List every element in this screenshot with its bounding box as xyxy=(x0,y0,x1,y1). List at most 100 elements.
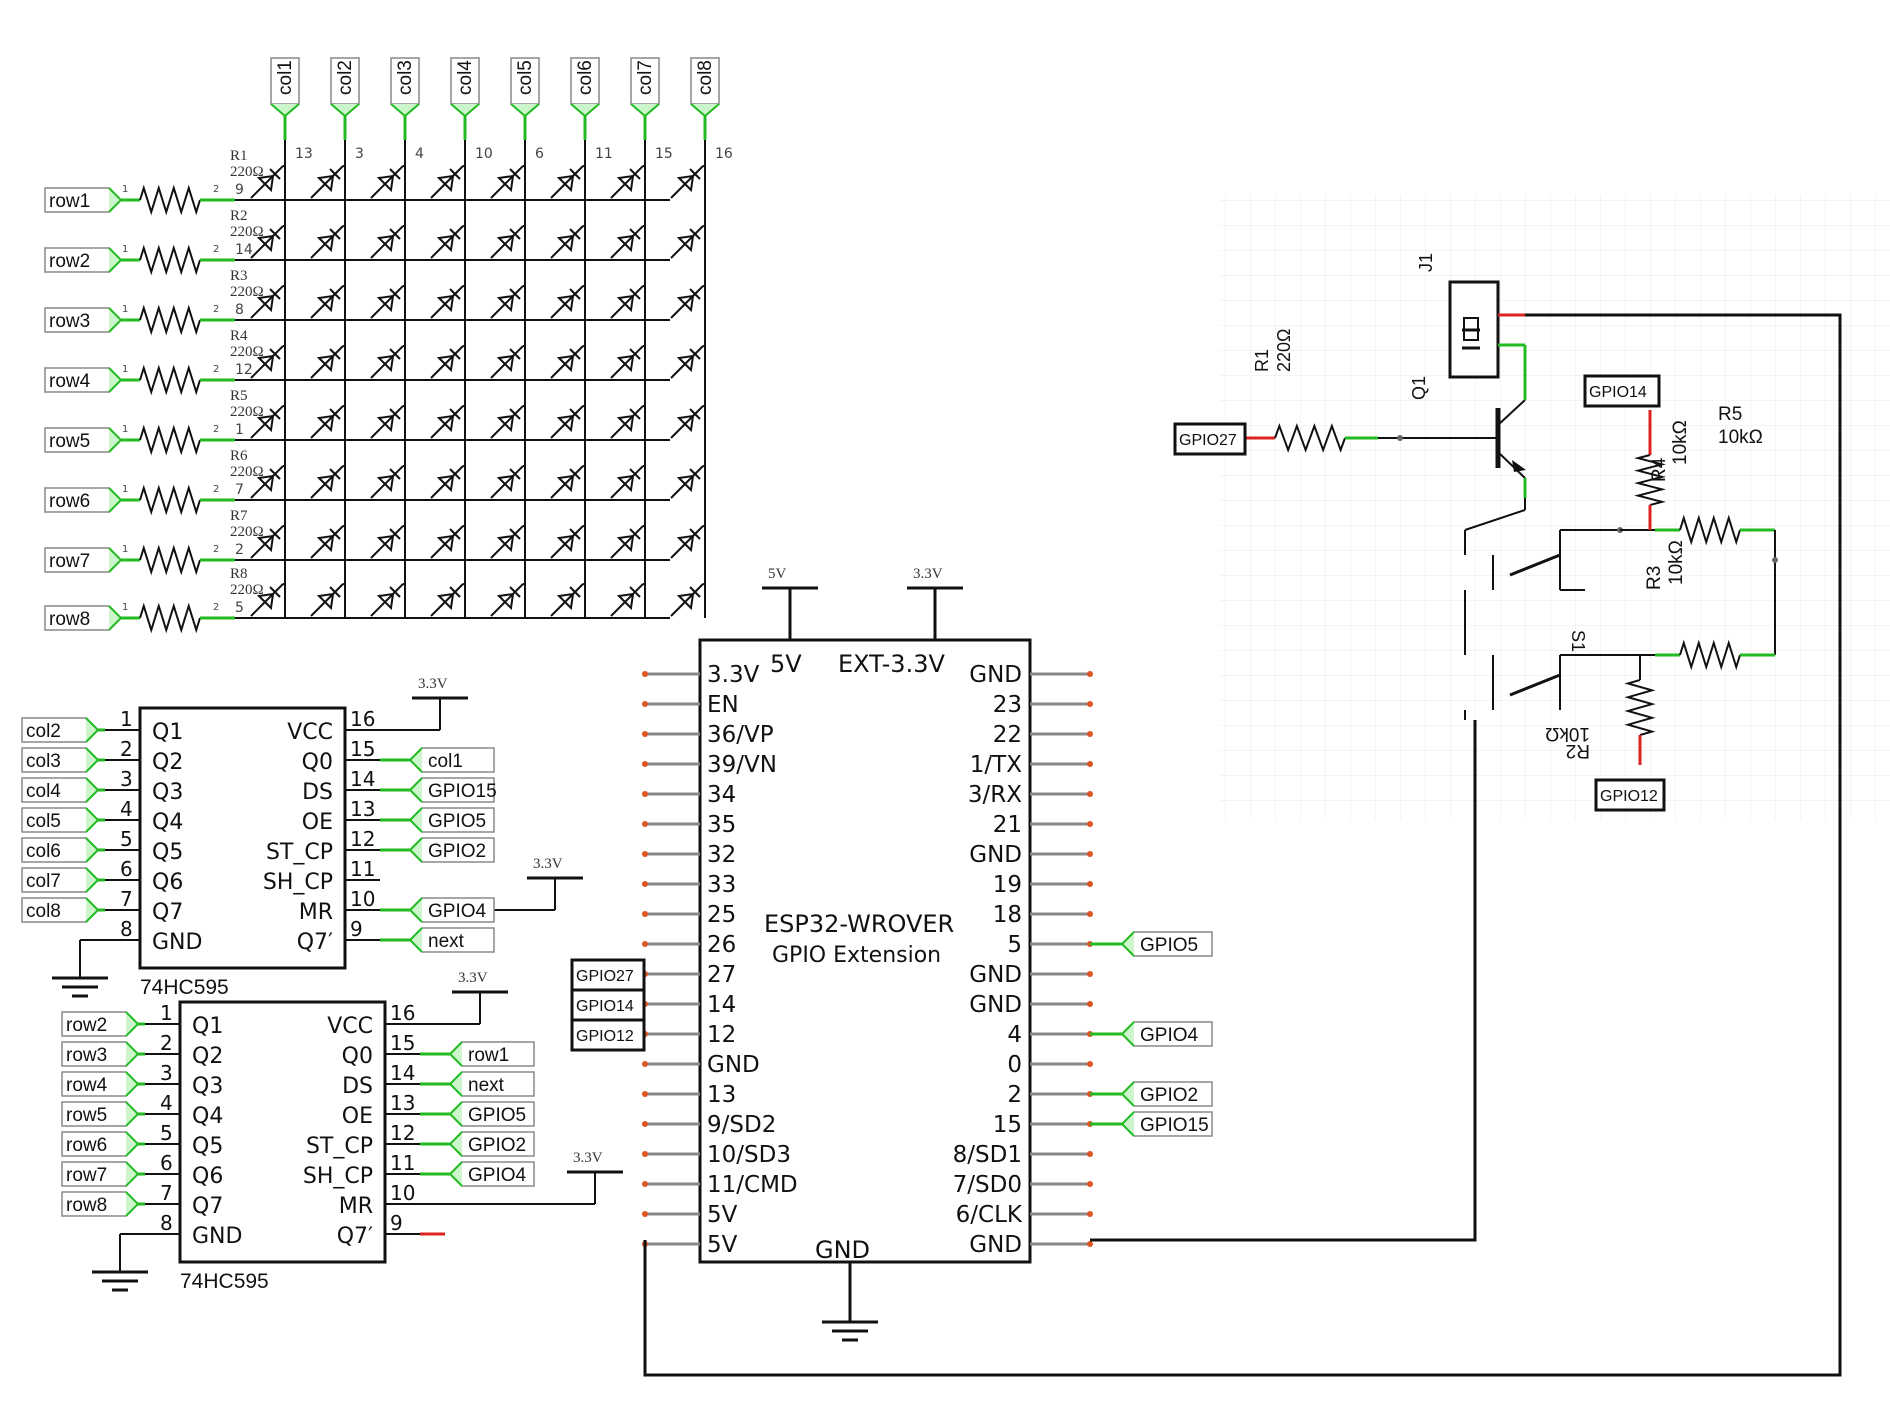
left-pin-number: 6 xyxy=(120,857,133,881)
right-pin-number: 16 xyxy=(390,1001,415,1025)
led-triangle xyxy=(616,474,635,493)
row-pin-index: 2 xyxy=(213,602,219,613)
led-triangle xyxy=(676,174,695,193)
left-port-arrow xyxy=(125,1131,140,1157)
column-port-box xyxy=(270,57,300,105)
led-triangle xyxy=(556,414,575,433)
transistor-arrow xyxy=(1512,460,1526,472)
left-pin-dot xyxy=(642,1061,648,1067)
row-pin-index: 2 xyxy=(213,364,219,375)
left-pin-label: Q3 xyxy=(152,780,183,805)
led-body xyxy=(490,165,524,199)
left-port-arrow xyxy=(125,1011,140,1037)
left-pin-number: 2 xyxy=(160,1031,173,1055)
right-pin-label: 3/RX xyxy=(968,782,1022,808)
row-pin-number: 1 xyxy=(235,422,244,438)
right-pin-number: 15 xyxy=(390,1031,415,1055)
resistor-value: 220Ω xyxy=(230,404,264,420)
column-port-arrow xyxy=(330,103,360,118)
led-bar xyxy=(329,228,341,240)
led-body xyxy=(370,345,404,379)
right-port: GPIO4 xyxy=(468,1165,527,1186)
left-port-arrow xyxy=(125,1101,140,1127)
led-matrix: col113col23col34col410col56col611col715c… xyxy=(44,57,733,634)
left-pin-label: Q3 xyxy=(192,1074,223,1099)
row-port: row4 xyxy=(49,371,91,392)
led-body xyxy=(430,285,464,319)
right-pin-label: DS xyxy=(302,780,333,805)
junction xyxy=(1772,557,1778,563)
row-pin-index: 1 xyxy=(122,544,128,555)
led-triangle xyxy=(376,534,395,553)
led-triangle xyxy=(676,474,695,493)
right-port: GPIO2 xyxy=(468,1135,526,1156)
resistor-value: 220Ω xyxy=(230,284,264,300)
led-bar xyxy=(629,348,641,360)
led-body xyxy=(670,465,704,499)
right-pin-dot xyxy=(1087,671,1093,677)
led-bar xyxy=(509,348,521,360)
led-bar xyxy=(569,468,581,480)
led-bar xyxy=(509,168,521,180)
led-body xyxy=(430,345,464,379)
right-port-arrow xyxy=(1120,1111,1135,1137)
right-port-arrow xyxy=(1120,1021,1135,1047)
led-bar xyxy=(389,468,401,480)
resistor-value: 220Ω xyxy=(230,164,264,180)
led-triangle xyxy=(436,354,455,373)
column-pin-number: 4 xyxy=(415,146,424,162)
row-port: row2 xyxy=(49,251,90,272)
right-port-arrow xyxy=(448,1101,463,1127)
led-triangle xyxy=(316,534,335,553)
left-pin-label: 13 xyxy=(707,1082,736,1108)
ic-body xyxy=(138,706,347,970)
right-pin-number: 11 xyxy=(350,857,375,881)
row-port-arrow xyxy=(108,605,123,631)
vcc-supply: 3.3V xyxy=(418,676,448,692)
left-pin-label: EN xyxy=(707,692,739,718)
led-triangle xyxy=(556,294,575,313)
right-pin-number: 16 xyxy=(350,707,375,731)
left-pin-label: 39/VN xyxy=(707,752,777,778)
led-body xyxy=(370,405,404,439)
right-pin-label: 23 xyxy=(993,692,1022,718)
led-bar xyxy=(269,468,281,480)
right-pin-label: 2 xyxy=(1007,1082,1022,1108)
right-port: GPIO2 xyxy=(1140,1085,1198,1106)
left-port: row6 xyxy=(66,1135,107,1156)
led-bar xyxy=(509,408,521,420)
led-bar xyxy=(449,468,461,480)
vcc-supply: 3.3V xyxy=(458,970,488,986)
left-pin-label: 14 xyxy=(707,992,736,1018)
led-triangle xyxy=(616,174,635,193)
led-bar xyxy=(629,408,641,420)
left-pin-number: 1 xyxy=(120,707,133,731)
led-triangle xyxy=(256,474,275,493)
left-pin-dot xyxy=(642,821,648,827)
column-pin-number: 13 xyxy=(295,146,313,162)
row-port: row3 xyxy=(49,311,90,332)
right-pin-dot xyxy=(1087,1061,1093,1067)
left-pin-label: Q1 xyxy=(152,720,183,745)
left-pin-label: Q6 xyxy=(192,1164,223,1189)
led-triangle xyxy=(616,414,635,433)
column-port-label: col7 xyxy=(635,60,656,95)
right-port: GPIO15 xyxy=(1140,1115,1209,1136)
led-body xyxy=(370,583,404,617)
led-bar xyxy=(629,586,641,598)
led-triangle xyxy=(436,234,455,253)
led-body xyxy=(550,465,584,499)
left-port-gpio27: GPIO27 xyxy=(576,968,634,985)
led-bar xyxy=(689,408,701,420)
led-bar xyxy=(509,586,521,598)
column-pin-number: 3 xyxy=(355,146,364,162)
right-pin-dot xyxy=(1087,701,1093,707)
led-body xyxy=(550,285,584,319)
led-body xyxy=(310,225,344,259)
r3-name: R3 xyxy=(1644,566,1665,590)
column-port-label: col2 xyxy=(335,60,356,95)
led-body xyxy=(610,225,644,259)
left-port: col2 xyxy=(26,721,61,742)
column-port-arrow xyxy=(690,103,720,118)
left-port: row8 xyxy=(66,1195,107,1216)
